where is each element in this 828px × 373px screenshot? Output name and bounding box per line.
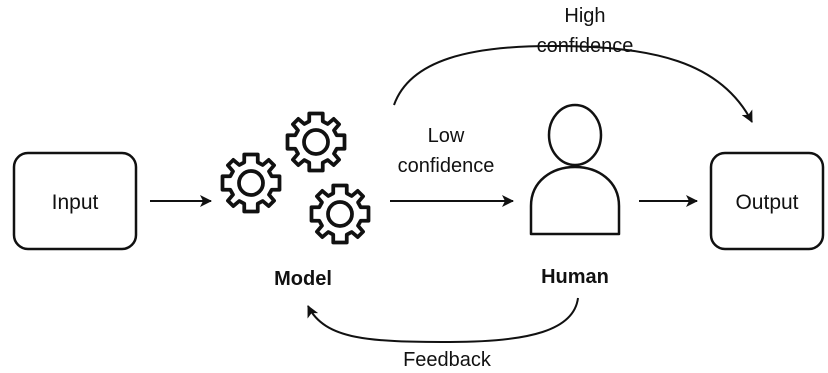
person-icon <box>529 103 621 236</box>
input-box <box>12 151 138 251</box>
input-node: Input <box>12 151 138 251</box>
output-node: Output <box>709 151 825 251</box>
model-label: Model <box>274 268 332 290</box>
output-label: Output <box>735 191 798 214</box>
gear-top-icon <box>285 111 347 173</box>
feedback-arrow <box>307 297 579 344</box>
low-confidence-label-line2: confidence <box>398 155 495 177</box>
input-label: Input <box>52 191 99 214</box>
high-confidence-label-line1: High <box>564 5 605 27</box>
gears-icon <box>220 111 371 245</box>
output-box <box>709 151 825 251</box>
gear-bottom-icon <box>309 183 371 245</box>
person-body-icon <box>529 165 621 236</box>
human-label: Human <box>541 266 609 288</box>
feedback-label: Feedback <box>403 349 492 371</box>
gear-left-icon <box>220 152 282 214</box>
low-confidence-label-line1: Low <box>428 125 465 147</box>
high-confidence-label-line2: confidence <box>537 35 634 57</box>
high-confidence-arrow <box>393 44 753 123</box>
person-head-icon <box>547 103 603 167</box>
